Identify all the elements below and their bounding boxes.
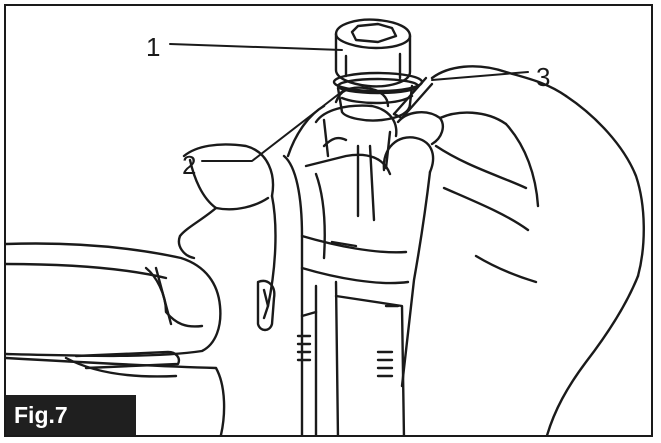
callout-1: 1 [146,32,161,62]
leader-line-2 [201,89,345,162]
figure-frame: 1 2 3 Fig.7 [4,4,653,437]
leader-line-1 [169,43,343,51]
leader-line-3 [431,71,529,81]
pin-icon [392,76,434,120]
impact-wrench-illustration [6,18,645,435]
callout-3: 3 [536,62,551,92]
callout-2: 2 [182,150,197,180]
tool-grip-illustration [6,143,277,435]
figure-label: Fig.7 [6,395,136,435]
leader-lines [169,43,529,162]
tool-body-illustration [256,104,410,435]
tool-anvil-illustration [314,86,398,170]
hand-illustration [382,65,645,435]
